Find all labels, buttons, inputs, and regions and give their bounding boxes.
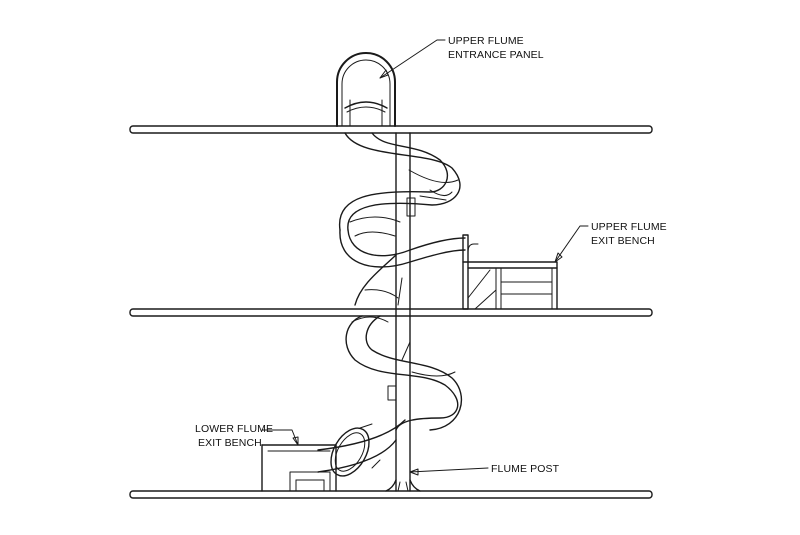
leader-flume-post bbox=[409, 467, 489, 473]
label-lower-exit-line2: EXIT BENCH bbox=[198, 437, 262, 449]
label-upper-entrance-line1: UPPER FLUME bbox=[448, 35, 524, 47]
lower-flume-exit bbox=[317, 419, 406, 477]
floor-decks bbox=[129, 125, 653, 499]
deck-bottom bbox=[129, 490, 653, 499]
labels: UPPER FLUME ENTRANCE PANEL UPPER FLUME E… bbox=[195, 35, 667, 475]
label-upper-entrance-line2: ENTRANCE PANEL bbox=[448, 49, 544, 61]
leader-lines bbox=[261, 39, 589, 476]
deck-top bbox=[129, 125, 653, 134]
spiral-tube-lower bbox=[345, 315, 462, 431]
upper-flume-exit-bench bbox=[462, 234, 558, 310]
upper-flume-entrance-panel bbox=[336, 52, 396, 127]
spiral-tube-middle bbox=[339, 216, 466, 306]
flume-post bbox=[385, 132, 421, 492]
label-upper-exit-line2: EXIT BENCH bbox=[591, 235, 655, 247]
spiral-tube-upper bbox=[338, 132, 461, 231]
label-lower-exit-line1: LOWER FLUME bbox=[195, 423, 273, 435]
label-upper-exit-line1: UPPER FLUME bbox=[591, 221, 667, 233]
label-flume-post: FLUME POST bbox=[491, 463, 560, 475]
deck-middle bbox=[129, 308, 653, 317]
leader-upper-entrance bbox=[379, 39, 446, 79]
leader-lower-exit bbox=[261, 429, 299, 446]
leader-upper-exit bbox=[554, 225, 589, 263]
lower-flume-exit-bench bbox=[261, 444, 337, 492]
